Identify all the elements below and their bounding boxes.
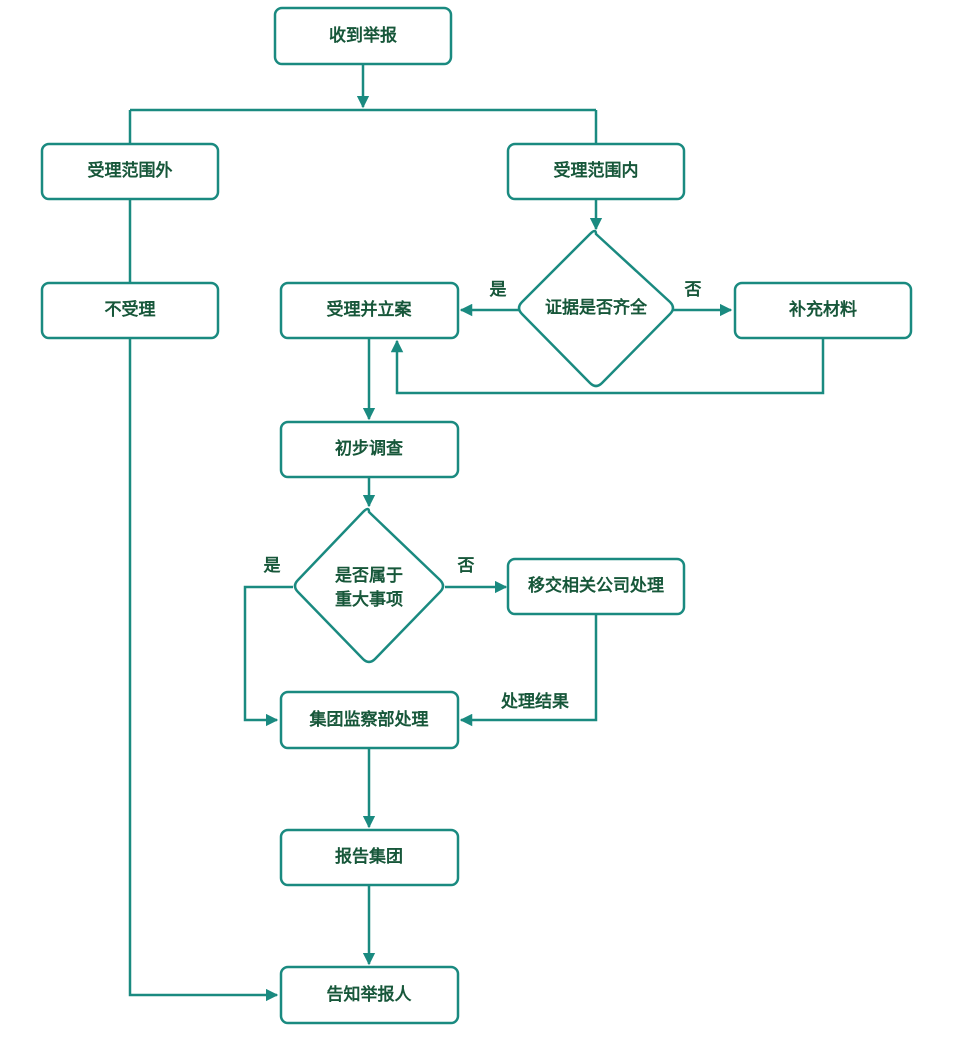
edge-label-evidence-no: 否 xyxy=(684,280,702,300)
node-in-scope: 受理范围内 xyxy=(506,142,686,201)
connector-transfer-result xyxy=(459,614,598,727)
node-supplement-materials: 补充材料 xyxy=(733,281,913,340)
node-accept-and-file-label: 受理并立案 xyxy=(327,299,413,320)
edge-label-evidence-yes: 是 xyxy=(490,280,507,300)
decision-evidence-complete: 证据是否齐全 xyxy=(517,229,675,388)
node-preliminary-investigation: 初步调查 xyxy=(279,420,460,479)
node-supervision-handling: 集团监察部处理 xyxy=(279,690,460,750)
connector-not-accepted-to-notify xyxy=(128,338,279,1002)
connectors xyxy=(128,64,825,1002)
node-receive-report: 收到举报 xyxy=(273,6,453,66)
node-notify-reporter-label: 告知举报人 xyxy=(327,984,413,1005)
decision-major-matter-label-line1: 是否属于 xyxy=(335,566,403,586)
node-out-of-scope-label: 受理范围外 xyxy=(88,160,173,181)
node-report-group-label: 报告集团 xyxy=(335,846,403,867)
node-accept-and-file: 受理并立案 xyxy=(279,281,460,340)
node-transfer-company: 移交相关公司处理 xyxy=(506,557,686,616)
connector-major-yes xyxy=(243,585,293,727)
decision-evidence-complete-label: 证据是否齐全 xyxy=(545,297,648,318)
node-not-accepted-label: 不受理 xyxy=(105,299,156,320)
node-notify-reporter: 告知举报人 xyxy=(279,965,460,1025)
edge-label-major-no: 否 xyxy=(457,556,475,576)
edge-label-major-yes: 是 xyxy=(264,556,281,576)
node-transfer-company-label: 移交相关公司处理 xyxy=(528,575,664,596)
edge-label-handling-result: 处理结果 xyxy=(500,691,569,712)
decision-major-matter-label-line2: 重大事项 xyxy=(335,589,403,610)
node-preliminary-investigation-label: 初步调查 xyxy=(335,438,404,459)
node-receive-report-label: 收到举报 xyxy=(329,25,397,46)
node-supervision-handling-label: 集团监察部处理 xyxy=(309,709,429,730)
node-supplement-materials-label: 补充材料 xyxy=(788,299,857,320)
node-report-group: 报告集团 xyxy=(279,828,460,887)
node-in-scope-label: 受理范围内 xyxy=(554,160,639,181)
decision-major-matter: 是否属于 重大事项 xyxy=(293,507,445,664)
connector-supplement-back xyxy=(390,338,825,395)
node-out-of-scope: 受理范围外 xyxy=(40,142,220,201)
node-not-accepted: 不受理 xyxy=(40,281,220,340)
